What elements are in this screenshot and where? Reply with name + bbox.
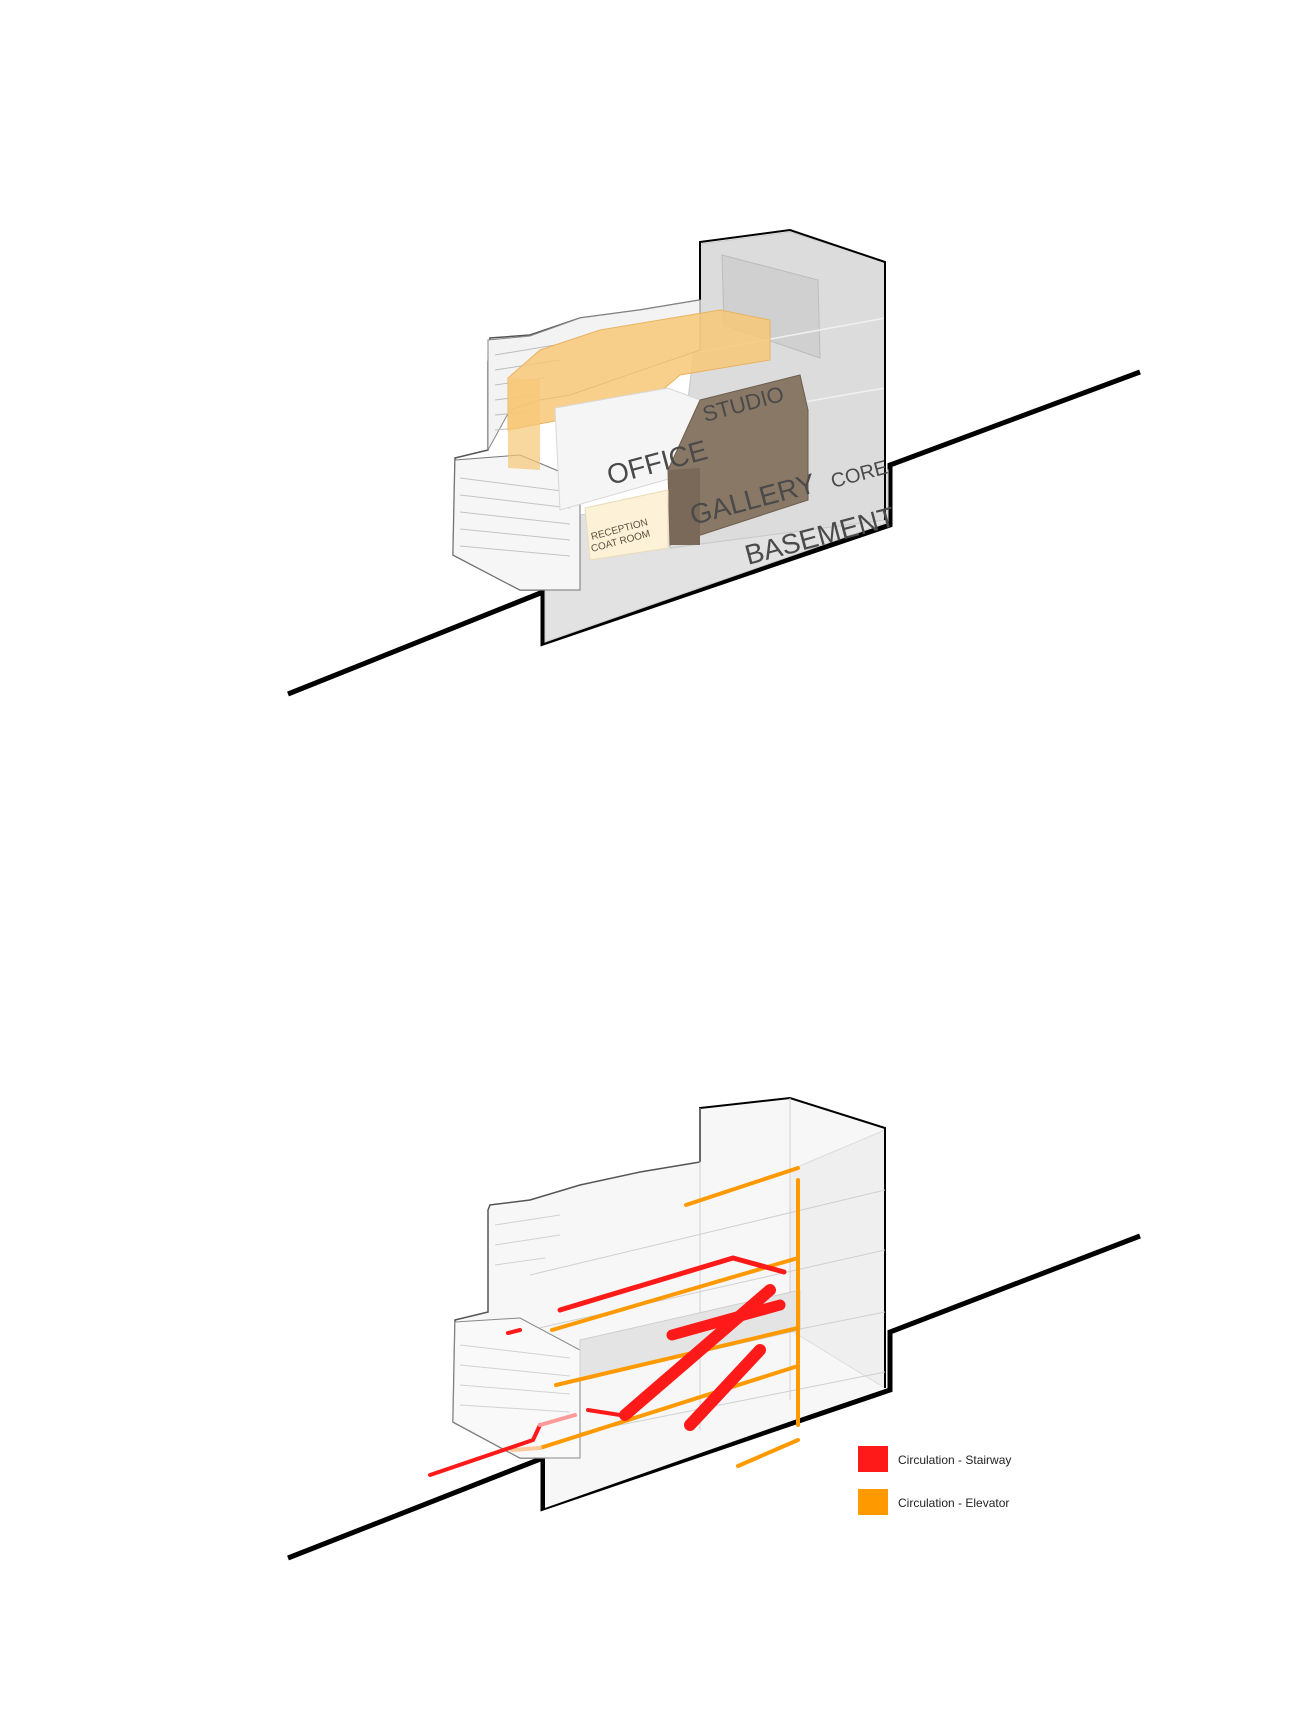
facade-lines-bottom: [459, 1214, 571, 1413]
stair-flight-3: [666, 1299, 786, 1341]
gallery-front-face: [668, 468, 700, 545]
legend: Circulation - Stairway Circulation - Ele…: [858, 1446, 1011, 1515]
stair-entry-fade: [538, 1413, 577, 1427]
elevator-path-level-1: [538, 1364, 800, 1450]
elevator-path-level-2: [554, 1326, 800, 1387]
program-diagram: STUDIO OFFICE GALLERY CORE BASEMENT RECE…: [287, 228, 1141, 697]
elevator-path-level-3: [550, 1256, 800, 1332]
studio-volume: [507, 309, 771, 431]
building-outline-top: [699, 228, 886, 520]
legend-label-elevator: Circulation - Elevator: [898, 1496, 1009, 1510]
reception-volume: [584, 489, 669, 561]
legend-swatch-elevator: [858, 1489, 888, 1515]
circulation-diagram: Circulation - Stairway Circulation - Ele…: [287, 1096, 1141, 1561]
stair-upper-path: [557, 1255, 787, 1313]
studio-lower-left: [508, 378, 540, 470]
elevator-paths: [510, 1166, 800, 1468]
stair-entry-path: [428, 1423, 542, 1477]
elevator-path-level-4: [684, 1166, 800, 1207]
legend-swatch-stairway: [858, 1446, 888, 1472]
ground-line-bottom: [287, 1233, 1141, 1561]
stairway-paths: [428, 1255, 787, 1477]
stair-flight-2: [684, 1344, 766, 1431]
legend-label-stairway: Circulation - Stairway: [898, 1453, 1011, 1467]
lower-facade-lines-top: [459, 477, 571, 557]
stair-lower-connector: [586, 1408, 622, 1417]
stair-top-stub: [506, 1328, 522, 1335]
elevator-path-fade: [510, 1446, 542, 1452]
elevator-path-level-0: [736, 1438, 800, 1468]
ground-line-top: [287, 369, 1141, 697]
